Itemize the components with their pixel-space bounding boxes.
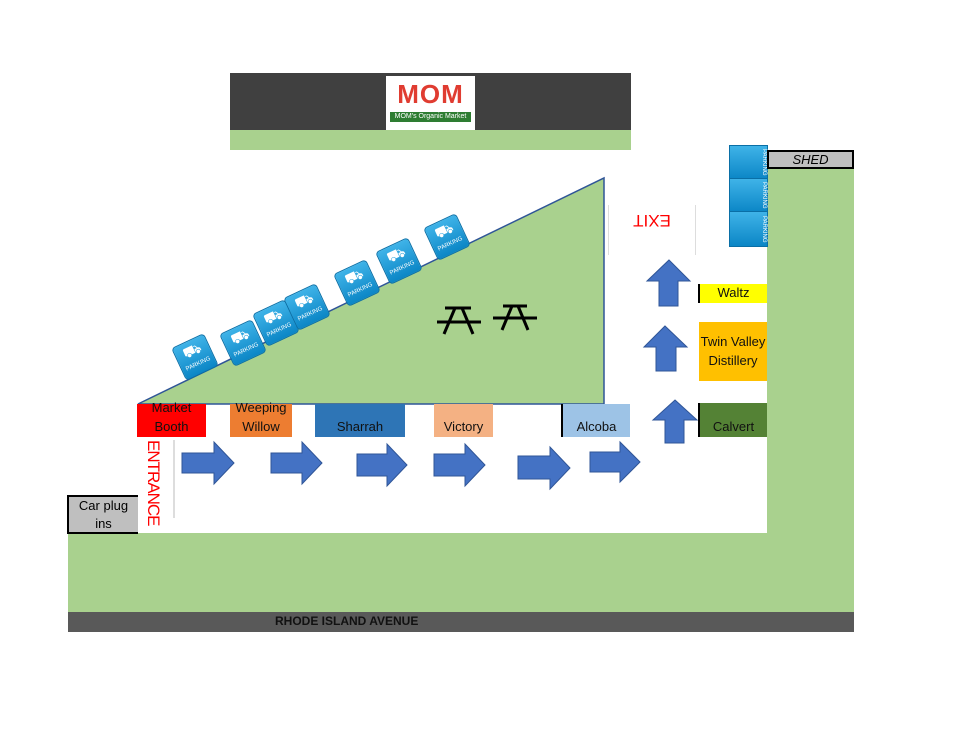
parking-icon: PARKING <box>730 212 767 246</box>
booth-market: Market Booth <box>137 400 206 437</box>
booth-alcoba: Alcoba <box>561 404 630 437</box>
booth-twin-valley: Twin Valley Distillery <box>699 322 767 381</box>
arrow-right <box>589 440 641 484</box>
building-grass-strip <box>230 130 631 150</box>
booth-waltz: Waltz <box>698 284 767 303</box>
right-lawn <box>767 168 854 534</box>
entrance-sign: ENTRANCE <box>133 440 175 526</box>
arrow-right <box>270 440 323 486</box>
arrow-right <box>181 440 235 486</box>
arrow-up <box>642 325 689 372</box>
mom-logo: MOM MOM's Organic Market <box>386 76 475 130</box>
arrow-right <box>356 442 408 488</box>
booth-calvert: Calvert <box>698 403 767 437</box>
shed: SHED <box>767 150 854 169</box>
arrow-right <box>517 445 571 491</box>
logo-subtitle: MOM's Organic Market <box>390 112 471 122</box>
booth-sharrah: Sharrah <box>315 404 405 437</box>
picnic-tables <box>437 304 537 335</box>
exit-text: EXIT <box>633 211 671 230</box>
arrow-up <box>651 399 699 444</box>
picnic-table-icon <box>437 306 481 335</box>
car-plug-ins: Car plug ins <box>67 495 138 534</box>
logo-text: MOM <box>397 79 464 109</box>
up-arrows <box>642 259 699 444</box>
arrow-up <box>645 259 692 307</box>
booth-victory: Victory <box>434 404 493 437</box>
booth-weeping-willow: Weeping Willow <box>230 400 292 437</box>
road-label: RHODE ISLAND AVENUE <box>275 614 419 628</box>
parking-icon: PARKING <box>730 146 767 179</box>
picnic-table-icon <box>493 304 537 331</box>
right-arrows <box>181 440 641 491</box>
parking-icon: PARKING <box>730 179 767 212</box>
road <box>68 612 854 632</box>
bottom-lawn <box>68 533 854 612</box>
entrance-text: ENTRANCE <box>144 440 163 526</box>
arrow-right <box>433 442 486 488</box>
exit-sign: EXIT <box>608 205 696 255</box>
